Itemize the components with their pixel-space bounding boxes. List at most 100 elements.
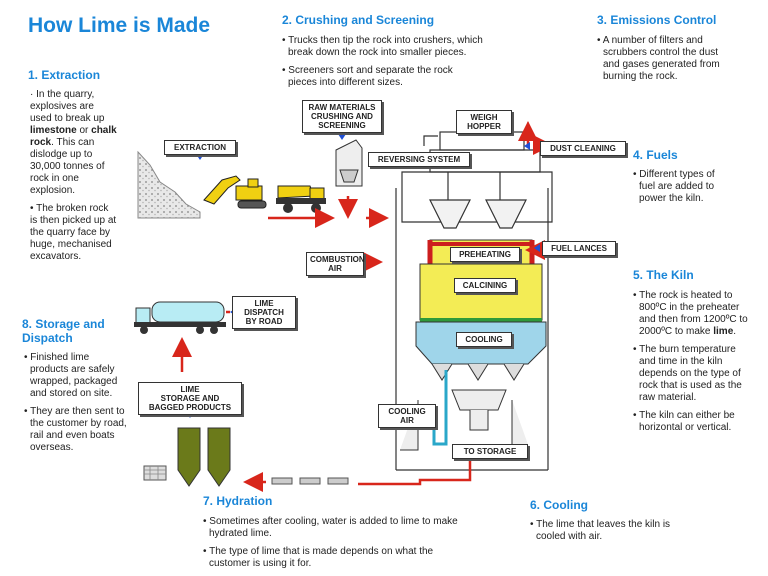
extraction-line: rock in one bbox=[30, 173, 79, 184]
label-line: LIME bbox=[254, 299, 274, 308]
extraction-line: is then picked up at bbox=[30, 215, 117, 226]
fuels-text: • Different types of fuel are added to p… bbox=[633, 169, 753, 205]
cooling-air-pipe bbox=[432, 370, 448, 446]
storage-line: the customer by road, bbox=[30, 418, 127, 429]
label-line: STORAGE AND bbox=[160, 394, 220, 403]
storage-line: and stored on site. bbox=[30, 388, 113, 399]
bagged-products-pallet bbox=[143, 465, 167, 481]
label-line: RAW MATERIALS bbox=[308, 103, 376, 112]
crushing-heading: 2. Crushing and Screening bbox=[282, 13, 435, 27]
tanker-truck-icon bbox=[134, 301, 226, 334]
crusher-icon bbox=[335, 139, 363, 187]
lime-plant-structure bbox=[395, 122, 553, 471]
storage-line: • They are then sent to bbox=[24, 406, 125, 417]
storage-silos bbox=[177, 427, 231, 487]
emissions-line: burning the rock. bbox=[603, 71, 678, 82]
extraction-line: used to break up bbox=[30, 113, 105, 124]
hydration-line: • The type of lime that is made depends … bbox=[203, 546, 434, 557]
excavator-icon bbox=[203, 175, 267, 209]
label-line: COMBUSTION bbox=[310, 255, 365, 264]
hydration-line: customer is using it for. bbox=[209, 558, 312, 569]
kiln-line: 800ºC in the preheater bbox=[639, 302, 740, 313]
label-extraction: EXTRACTION bbox=[164, 140, 236, 155]
kiln-heading: 5. The Kiln bbox=[633, 268, 694, 282]
extraction-text: · In the quarry, explosives are used to … bbox=[30, 89, 140, 263]
cooling-heading: 6. Cooling bbox=[530, 498, 588, 512]
kiln-line: • The burn temperature bbox=[633, 344, 736, 355]
label-line: BAGGED PRODUCTS bbox=[148, 403, 232, 412]
crushing-line: • Screeners sort and separate the rock bbox=[282, 65, 453, 76]
storage-heading-line: 8. Storage and bbox=[22, 317, 105, 331]
cooling-text: • The lime that leaves the kiln is coole… bbox=[530, 519, 730, 543]
label-line: SCREENING bbox=[318, 121, 366, 130]
storage-line: products are safely bbox=[30, 364, 115, 375]
emissions-line: and gases generated from bbox=[603, 59, 720, 70]
limestone-term: limestone bbox=[30, 125, 77, 136]
label-calcining: CALCINING bbox=[454, 278, 516, 293]
label-line: LIME bbox=[180, 385, 200, 394]
chalk-term: chalk bbox=[91, 125, 117, 136]
conveyor-road bbox=[271, 477, 349, 485]
kiln-line: depends on the type of bbox=[639, 368, 741, 379]
label-cooling: COOLING bbox=[456, 332, 512, 347]
kiln-period: . bbox=[733, 326, 737, 337]
extraction-line: · In the quarry, bbox=[30, 89, 95, 100]
label-cooling-air: COOLING AIR bbox=[378, 404, 436, 428]
crushing-text: • Trucks then tip the rock into crushers… bbox=[282, 35, 522, 89]
storage-line: • Finished lime bbox=[24, 352, 90, 363]
label-line: DISPATCH bbox=[244, 308, 284, 317]
hydration-line: • Sometimes after cooling, water is adde… bbox=[203, 516, 458, 527]
kiln-line: horizontal or vertical. bbox=[639, 422, 732, 433]
dump-truck-icon bbox=[276, 185, 326, 213]
label-line: AIR bbox=[328, 264, 342, 273]
label-weigh-hopper: WEIGH HOPPER bbox=[456, 110, 512, 134]
extraction-or: or bbox=[76, 125, 92, 136]
hydration-text: • Sometimes after cooling, water is adde… bbox=[203, 516, 493, 570]
storage-line: rail and even boats bbox=[30, 430, 115, 441]
label-line: CRUSHING AND bbox=[311, 112, 373, 121]
extraction-line: the quarry face by bbox=[30, 227, 111, 238]
label-reversing-system: REVERSING SYSTEM bbox=[368, 152, 470, 167]
label-line: WEIGH bbox=[470, 113, 498, 122]
crushing-line: break down the rock into smaller pieces. bbox=[288, 47, 467, 58]
label-line: COOLING bbox=[388, 407, 426, 416]
extraction-line: excavators. bbox=[30, 251, 82, 262]
storage-line: overseas. bbox=[30, 442, 74, 453]
extraction-line: explosion. bbox=[30, 185, 76, 196]
label-raw-materials: RAW MATERIALS CRUSHING AND SCREENING bbox=[302, 100, 382, 133]
kiln-line: • The rock is heated to bbox=[633, 290, 733, 301]
kiln-line: • The kiln can either be bbox=[633, 410, 735, 421]
fuels-line: • Different types of bbox=[633, 169, 715, 180]
label-fuel-lances: FUEL LANCES bbox=[542, 241, 616, 256]
extraction-heading: 1. Extraction bbox=[28, 68, 101, 82]
label-lime-storage: LIME STORAGE AND BAGGED PRODUCTS bbox=[138, 382, 242, 415]
page-title: How Lime is Made bbox=[28, 14, 211, 37]
process-flow-arrows bbox=[172, 121, 553, 492]
kiln-line: raw material. bbox=[639, 392, 697, 403]
storage-text: • Finished lime products are safely wrap… bbox=[24, 352, 142, 454]
crushing-line: pieces into different sizes. bbox=[288, 77, 403, 88]
lime-term: lime bbox=[713, 326, 734, 337]
rock-term: rock bbox=[30, 137, 52, 148]
fuels-heading: 4. Fuels bbox=[633, 148, 678, 162]
label-lime-dispatch: LIME DISPATCH BY ROAD bbox=[232, 296, 296, 329]
label-line: HOPPER bbox=[467, 122, 501, 131]
kiln-text: • The rock is heated to 800ºC in the pre… bbox=[633, 290, 763, 434]
hydration-heading: 7. Hydration bbox=[203, 494, 273, 508]
label-to-storage: TO STORAGE bbox=[452, 444, 528, 459]
label-dust-cleaning: DUST CLEANING bbox=[540, 141, 626, 156]
emissions-heading: 3. Emissions Control bbox=[597, 13, 717, 27]
extraction-line: rock. This can bbox=[30, 137, 140, 149]
storage-heading-line: Dispatch bbox=[22, 331, 73, 345]
extraction-line: explosives are bbox=[30, 101, 94, 112]
emissions-text: • A number of filters and scrubbers cont… bbox=[597, 35, 737, 83]
kiln-vessel bbox=[415, 239, 547, 381]
crushing-line: • Trucks then tip the rock into crushers… bbox=[282, 35, 483, 46]
label-preheating: PREHEATING bbox=[450, 247, 520, 262]
kiln-line: rock that is used as the bbox=[639, 380, 742, 391]
storage-heading: 8. Storage and Dispatch bbox=[22, 317, 105, 345]
label-combustion-air: COMBUSTION AIR bbox=[306, 252, 365, 276]
fuels-line: fuel are added to bbox=[639, 181, 715, 192]
kiln-temp: 2000ºC to make bbox=[639, 326, 714, 337]
kiln-line: and time in the kiln bbox=[639, 356, 723, 367]
